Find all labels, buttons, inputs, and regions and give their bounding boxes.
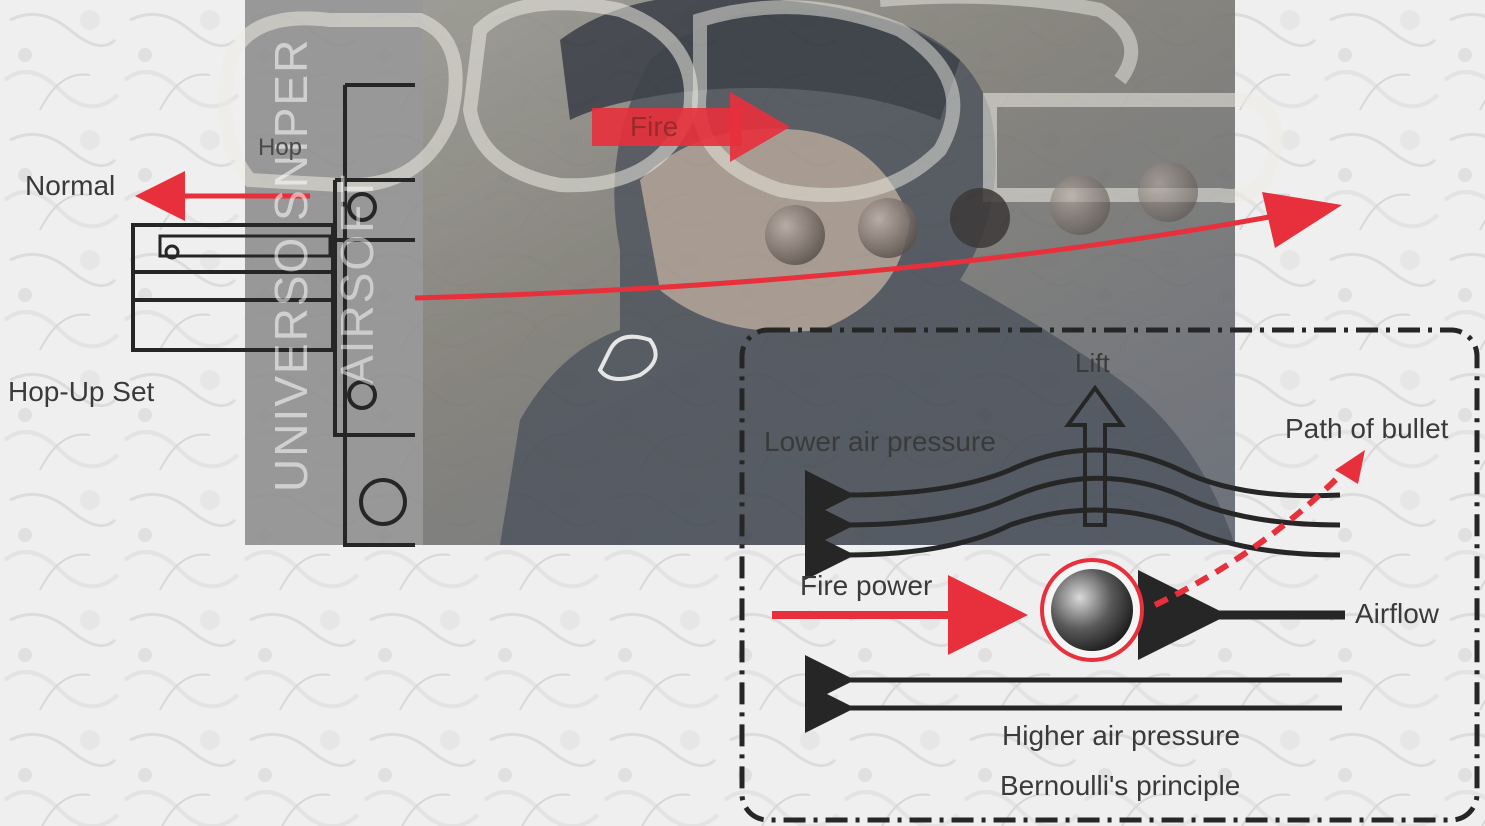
watermark-airsoft: AIRSOFT: [334, 173, 380, 386]
label-lower-air-pressure: Lower air pressure: [764, 428, 996, 456]
label-fire: Fire: [630, 113, 678, 141]
label-bernoulli: Bernoulli's principle: [1000, 772, 1240, 800]
label-higher-air-pressure: Higher air pressure: [1002, 722, 1240, 750]
label-hop-up-set: Hop-Up Set: [8, 378, 154, 406]
label-path-of-bullet: Path of bullet: [1285, 415, 1448, 443]
label-lift: Lift: [1075, 350, 1110, 376]
watermark-universo-sniper: UNIVERSO SNIPER: [268, 38, 314, 492]
label-hop: Hop: [258, 136, 302, 160]
label-fire-power: Fire power: [800, 572, 932, 600]
label-normal: Normal: [25, 172, 115, 200]
label-airflow: Airflow: [1355, 600, 1439, 628]
photo-overlay: [226, 0, 1276, 545]
